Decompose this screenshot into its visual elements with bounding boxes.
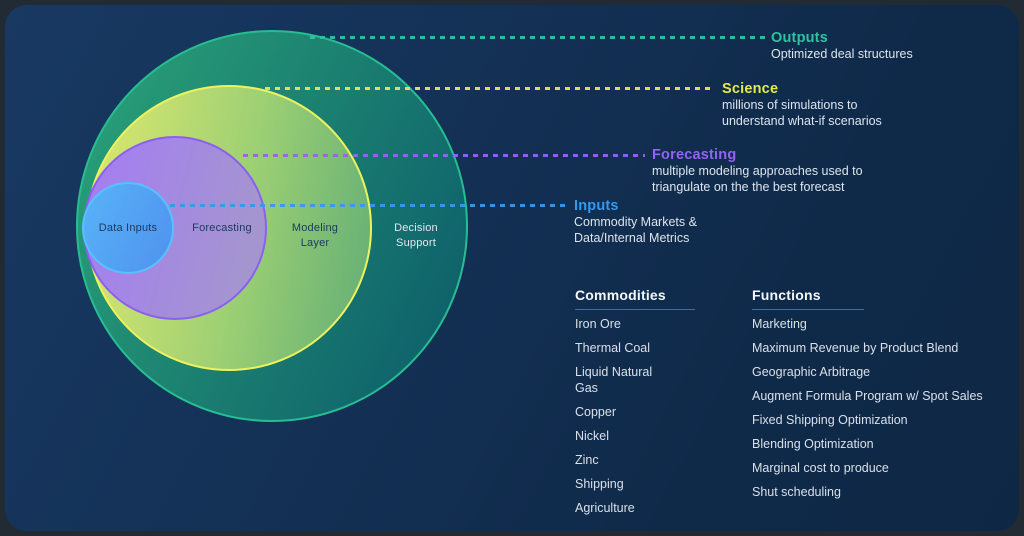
venn-label-data-inputs: Data Inputs bbox=[98, 222, 158, 234]
leader-line-science bbox=[265, 87, 714, 90]
leader-line-outputs bbox=[310, 36, 766, 39]
list-item: Thermal Coal bbox=[575, 341, 651, 355]
list-item: Liquid Natural Gas bbox=[575, 365, 653, 395]
list-item: Fixed Shipping Optimization bbox=[752, 413, 908, 427]
callout-outputs: Outputs Optimized deal structures bbox=[771, 30, 913, 63]
callout-science-title: Science bbox=[722, 81, 779, 97]
list-item: Zinc bbox=[575, 453, 599, 467]
slide-card: Data Inputs Forecasting Modeling Layer D… bbox=[5, 5, 1019, 531]
callout-desc-line: Data/Internal Metrics bbox=[574, 230, 690, 245]
callout-desc-line: triangulate on the the best forecast bbox=[652, 179, 845, 194]
callout-forecasting-title: Forecasting bbox=[652, 147, 737, 163]
venn-label-modeling-layer: Modeling Layer bbox=[291, 222, 339, 249]
callout-desc-line: Commodity Markets & bbox=[574, 215, 697, 229]
callout-desc-line: Optimized deal structures bbox=[771, 47, 913, 61]
functions-header: Functions bbox=[752, 287, 821, 303]
list-item: Augment Formula Program w/ Spot Sales bbox=[752, 389, 983, 403]
callout-forecasting: Forecasting multiple modeling approaches… bbox=[652, 147, 863, 195]
callout-inputs-desc: Commodity Markets &Data/Internal Metrics bbox=[574, 215, 697, 246]
venn-label-decision-support: Decision Support bbox=[394, 222, 438, 249]
list-item: Nickel bbox=[575, 429, 610, 443]
callout-inputs-title: Inputs bbox=[574, 198, 619, 214]
list-item: Marketing bbox=[752, 317, 807, 331]
callout-desc-line: multiple modeling approaches used to bbox=[652, 164, 863, 178]
leader-line-inputs bbox=[170, 204, 566, 207]
list-item: Iron Ore bbox=[575, 317, 621, 331]
list-item: Copper bbox=[575, 405, 616, 419]
functions-underline bbox=[752, 309, 864, 310]
callout-desc-line: understand what-if scenarios bbox=[722, 113, 882, 128]
callout-outputs-desc: Optimized deal structures bbox=[771, 47, 913, 63]
callout-outputs-title: Outputs bbox=[771, 30, 828, 46]
list-item: Geographic Arbitrage bbox=[752, 365, 871, 379]
list-item: Shut scheduling bbox=[752, 485, 841, 499]
circle-data-inputs bbox=[82, 182, 174, 274]
list-item: Shipping bbox=[575, 477, 624, 491]
list-item: Blending Optimization bbox=[752, 437, 874, 451]
leader-line-forecasting bbox=[243, 154, 645, 157]
callout-inputs: Inputs Commodity Markets &Data/Internal … bbox=[574, 198, 697, 246]
callout-desc-line: millions of simulations to bbox=[722, 98, 858, 112]
commodities-underline bbox=[575, 309, 695, 310]
venn-label-forecasting: Forecasting bbox=[192, 222, 252, 234]
commodities-header: Commodities bbox=[575, 287, 666, 303]
list-item: Marginal cost to produce bbox=[752, 461, 889, 475]
list-item: Maximum Revenue by Product Blend bbox=[752, 341, 959, 355]
list-item: Agriculture bbox=[575, 501, 635, 515]
